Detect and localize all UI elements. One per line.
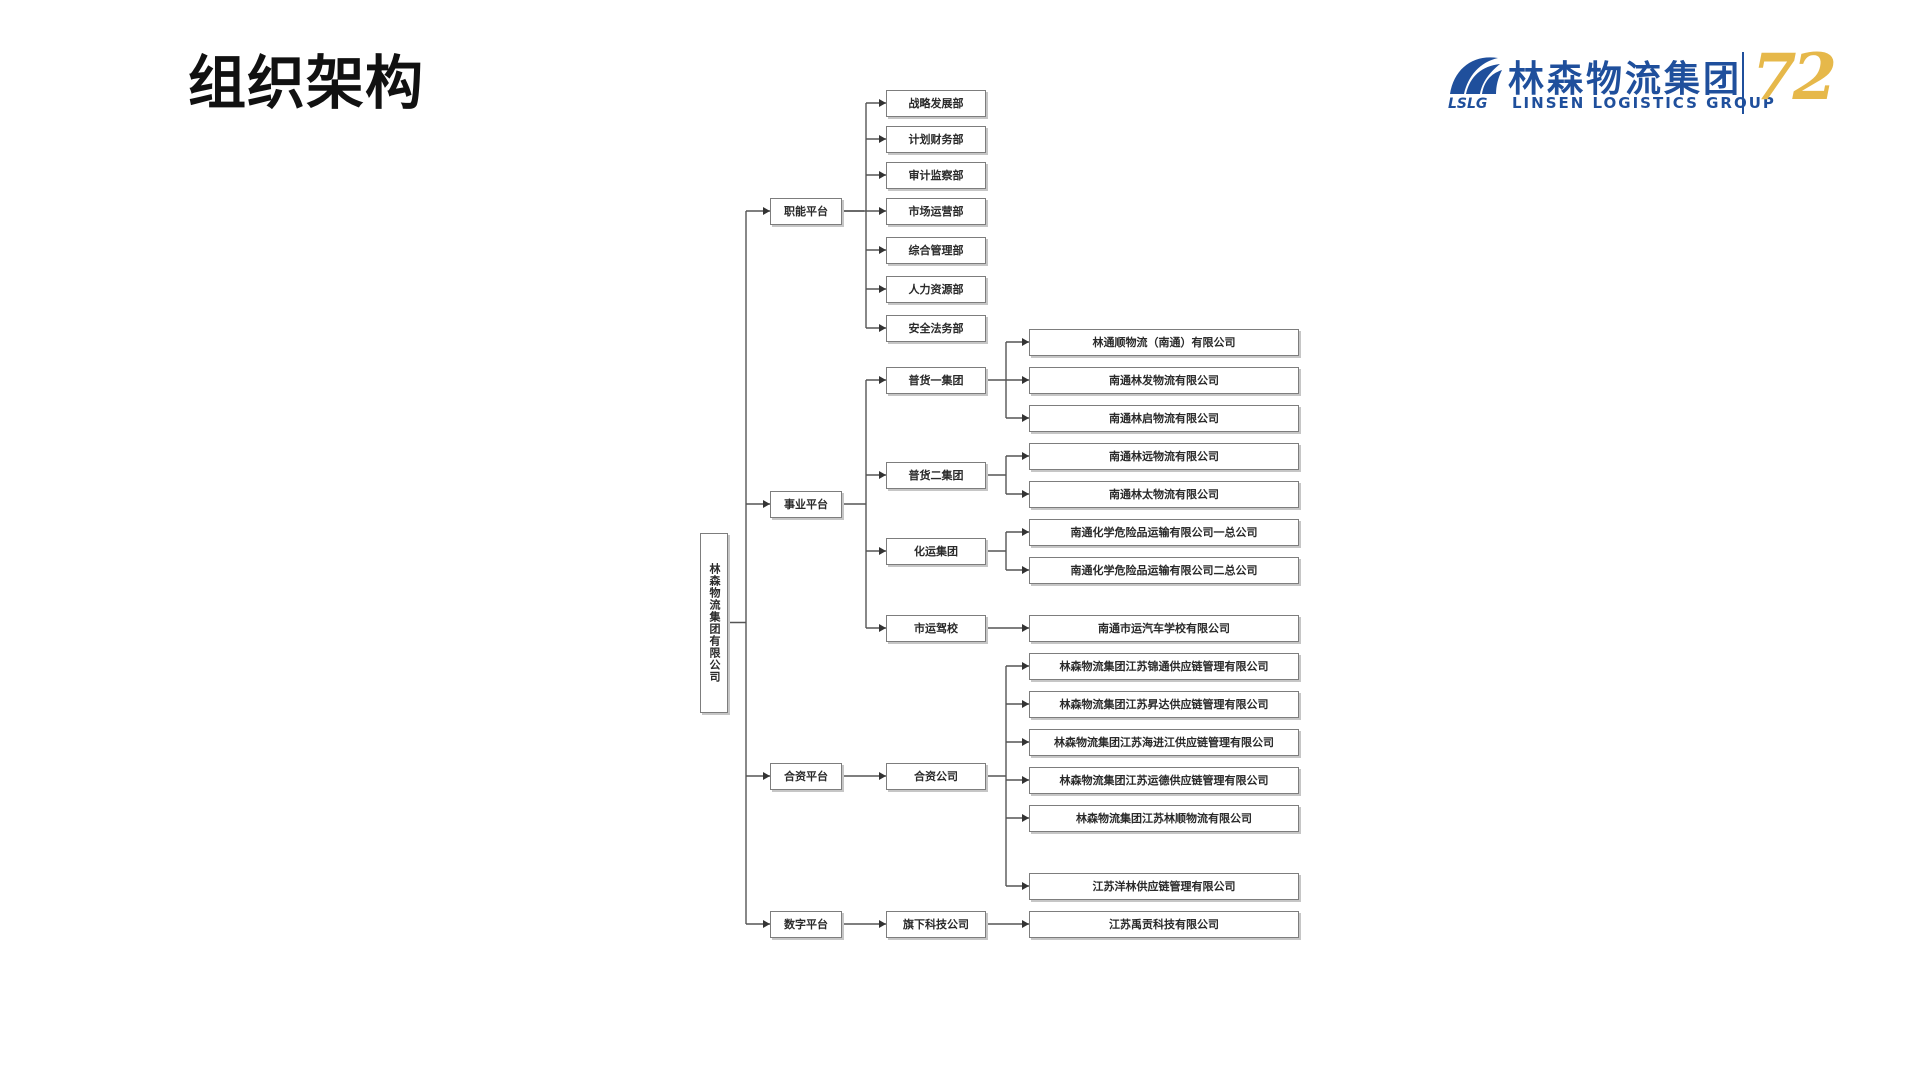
department-node: 计划财务部 (886, 125, 986, 153)
connector-arrow (763, 207, 770, 215)
connector-arrow (879, 624, 886, 632)
connector-arrow (879, 376, 886, 384)
connector-arrow (1022, 490, 1029, 498)
connector-arrow (879, 772, 886, 780)
department-node: 审计监察部 (886, 161, 986, 189)
group-node: 合资公司 (886, 762, 986, 790)
company-node: 林森物流集团江苏运德供应链管理有限公司 (1029, 766, 1299, 794)
connector-arrow (879, 99, 886, 107)
connector-arrow (1022, 662, 1029, 670)
connector-arrow (1022, 414, 1029, 422)
connector-arrow (1022, 566, 1029, 574)
connector-arrow (1022, 920, 1029, 928)
connector-arrow (763, 920, 770, 928)
company-node: 南通林远物流有限公司 (1029, 442, 1299, 470)
connector-arrow (1022, 882, 1029, 890)
connector-arrow (1022, 528, 1029, 536)
connector-arrow (763, 500, 770, 508)
connector-arrow (1022, 452, 1029, 460)
logo-abbr: LSLG (1448, 96, 1488, 112)
company-logo: LSLG 林森物流集团 LINSEN LOGISTICS GROUP 72 (1444, 40, 1864, 120)
logo-name-en: LINSEN LOGISTICS GROUP (1512, 94, 1776, 112)
company-node: 林森物流集团江苏昇达供应链管理有限公司 (1029, 690, 1299, 718)
company-node: 南通林发物流有限公司 (1029, 366, 1299, 394)
company-node: 林森物流集团江苏林顺物流有限公司 (1029, 804, 1299, 832)
department-node: 市场运营部 (886, 197, 986, 225)
connector-arrow (1022, 776, 1029, 784)
company-node: 林通顺物流（南通）有限公司 (1029, 328, 1299, 356)
connector-arrow (879, 135, 886, 143)
department-node: 综合管理部 (886, 236, 986, 264)
platform-node: 职能平台 (770, 197, 842, 225)
page-title: 组织架构 (188, 49, 425, 117)
lslg-arc-mark-icon (1450, 57, 1502, 94)
connector-arrow (1022, 624, 1029, 632)
company-node: 南通林太物流有限公司 (1029, 480, 1299, 508)
connector-arrow (879, 171, 886, 179)
group-node: 旗下科技公司 (886, 910, 986, 938)
connector-arrow (879, 246, 886, 254)
company-node: 江苏洋林供应链管理有限公司 (1029, 872, 1299, 900)
department-node: 安全法务部 (886, 314, 986, 342)
connector-arrow (1022, 376, 1029, 384)
platform-node: 数字平台 (770, 910, 842, 938)
company-node: 南通化学危险品运输有限公司一总公司 (1029, 518, 1299, 546)
department-node: 战略发展部 (886, 89, 986, 117)
connector-arrow (763, 772, 770, 780)
connector-arrow (879, 471, 886, 479)
department-node: 人力资源部 (886, 275, 986, 303)
platform-node: 事业平台 (770, 490, 842, 518)
company-node: 南通市运汽车学校有限公司 (1029, 614, 1299, 642)
connector-arrow (1022, 700, 1029, 708)
logo-name-cn: 林森物流集团 (1508, 58, 1743, 100)
company-node: 南通化学危险品运输有限公司二总公司 (1029, 556, 1299, 584)
connector-arrow (1022, 814, 1029, 822)
group-node: 普货二集团 (886, 461, 986, 489)
company-node: 江苏禹贡科技有限公司 (1029, 910, 1299, 938)
connector-arrow (879, 285, 886, 293)
company-node: 林森物流集团江苏锦通供应链管理有限公司 (1029, 652, 1299, 680)
connector-arrow (879, 207, 886, 215)
logo-divider (1742, 52, 1744, 114)
connector-arrow (1022, 738, 1029, 746)
group-node: 化运集团 (886, 537, 986, 565)
platform-node: 合资平台 (770, 762, 842, 790)
connector-arrow (879, 547, 886, 555)
connector-arrow (1022, 338, 1029, 346)
connector-arrow (879, 324, 886, 332)
org-root-node: 林森物流集团有限公司 (700, 532, 728, 713)
company-node: 南通林启物流有限公司 (1029, 404, 1299, 432)
company-node: 林森物流集团江苏海进江供应链管理有限公司 (1029, 728, 1299, 756)
connector-arrow (879, 920, 886, 928)
group-node: 市运驾校 (886, 614, 986, 642)
group-node: 普货一集团 (886, 366, 986, 394)
logo-anniversary: 72 (1752, 40, 1837, 115)
